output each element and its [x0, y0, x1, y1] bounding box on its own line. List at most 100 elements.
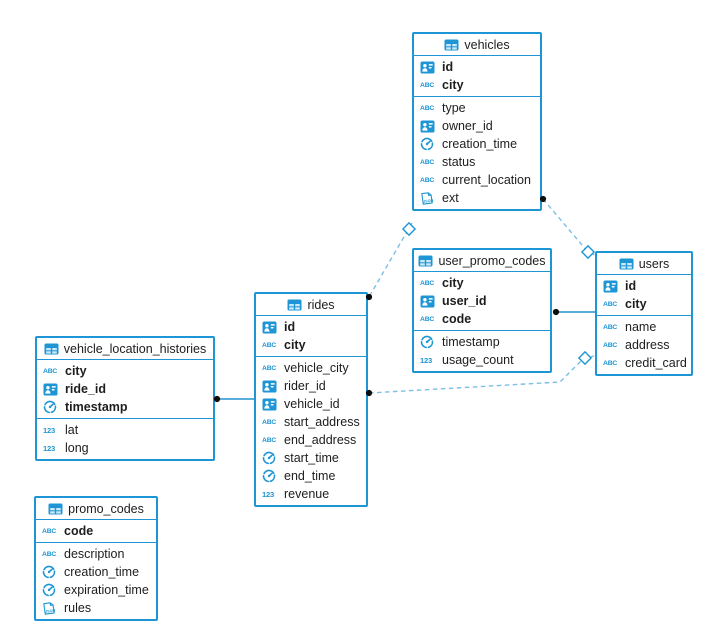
json-type-icon: JSON [43, 601, 56, 615]
column-vehicles-city[interactable]: ABC city [414, 76, 540, 94]
column-users-id[interactable]: id [597, 277, 691, 295]
column-rides-start_time[interactable]: start_time [256, 449, 366, 467]
column-vehicles-status[interactable]: ABC status [414, 153, 540, 171]
column-label: ext [442, 191, 459, 205]
type-icon-slot: 123 [420, 356, 437, 365]
column-users-name[interactable]: ABC name [597, 318, 691, 336]
table-header-users[interactable]: users [597, 253, 691, 275]
table-icon [287, 299, 302, 310]
column-rides-rider_id[interactable]: rider_id [256, 377, 366, 395]
column-vehicles-creation_time[interactable]: creation_time [414, 135, 540, 153]
type-icon-slot: ABC [603, 324, 620, 331]
column-label: description [64, 547, 125, 561]
column-label: end_address [284, 433, 357, 447]
type-icon-slot: ABC [420, 159, 437, 166]
column-vehicles-owner_id[interactable]: owner_id [414, 117, 540, 135]
table-header-vehicle_location_histories[interactable]: vehicle_location_histories [37, 338, 213, 360]
string-type-icon: ABC [603, 359, 618, 367]
uuid-type-icon [262, 380, 277, 392]
column-vehicles-ext[interactable]: JSON ext [414, 189, 540, 207]
column-label: name [625, 320, 657, 334]
column-user_promo_codes-user_id[interactable]: user_id [414, 292, 550, 310]
number-type-icon: 123 [420, 355, 433, 365]
type-icon-slot: 123 [262, 490, 279, 499]
column-vehicle_location_histories-ride_id[interactable]: ride_id [37, 380, 213, 398]
type-icon-slot [262, 398, 279, 411]
one-end-marker-user_promo_codes-users [552, 308, 560, 316]
column-promo_codes-expiration_time[interactable]: expiration_time [36, 581, 156, 599]
column-label: id [284, 320, 296, 334]
column-promo_codes-description[interactable]: ABC description [36, 545, 156, 563]
type-icon-slot: ABC [603, 301, 620, 308]
column-label: city [65, 364, 87, 378]
column-promo_codes-creation_time[interactable]: creation_time [36, 563, 156, 581]
timestamp-type-icon [43, 400, 57, 414]
type-icon-slot: ABC [42, 528, 59, 535]
table-header-rides[interactable]: rides [256, 294, 366, 316]
column-rides-vehicle_id[interactable]: vehicle_id [256, 395, 366, 413]
type-icon-slot: ABC [42, 551, 59, 558]
type-icon-slot: ABC [420, 316, 437, 323]
type-icon-slot: ABC [420, 105, 437, 112]
svg-text:JSON: JSON [45, 608, 56, 613]
string-type-icon: ABC [262, 418, 277, 426]
string-type-icon: ABC [420, 81, 435, 89]
table-icon [44, 343, 59, 354]
column-label: city [442, 78, 464, 92]
column-vehicles-id[interactable]: id [414, 58, 540, 76]
column-label: owner_id [442, 119, 493, 133]
number-type-icon: 123 [43, 425, 56, 435]
string-type-icon: ABC [603, 300, 618, 308]
table-header-promo_codes[interactable]: promo_codes [36, 498, 156, 520]
column-label: status [442, 155, 476, 169]
column-rides-end_time[interactable]: end_time [256, 467, 366, 485]
type-icon-slot [420, 61, 437, 74]
type-icon-slot [603, 280, 620, 293]
column-label: usage_count [442, 353, 514, 367]
type-icon-slot [262, 321, 279, 334]
string-type-icon: ABC [420, 315, 435, 323]
column-user_promo_codes-code[interactable]: ABC code [414, 310, 550, 328]
timestamp-type-icon [42, 565, 56, 579]
column-promo_codes-rules[interactable]: JSON rules [36, 599, 156, 617]
column-rides-id[interactable]: id [256, 318, 366, 336]
svg-text:JSON: JSON [423, 198, 434, 203]
uuid-type-icon [603, 280, 618, 292]
column-vehicle_location_histories-timestamp[interactable]: timestamp [37, 398, 213, 416]
column-user_promo_codes-usage_count[interactable]: 123 usage_count [414, 351, 550, 369]
type-icon-slot: 123 [43, 444, 60, 453]
table-header-vehicles[interactable]: vehicles [414, 34, 540, 56]
column-user_promo_codes-timestamp[interactable]: timestamp [414, 333, 550, 351]
type-icon-slot: JSON [420, 191, 437, 206]
column-label: code [442, 312, 472, 326]
table-header-user_promo_codes[interactable]: user_promo_codes [414, 250, 550, 272]
string-type-icon: ABC [262, 364, 277, 372]
type-icon-slot [420, 295, 437, 308]
type-icon-slot: ABC [262, 342, 279, 349]
